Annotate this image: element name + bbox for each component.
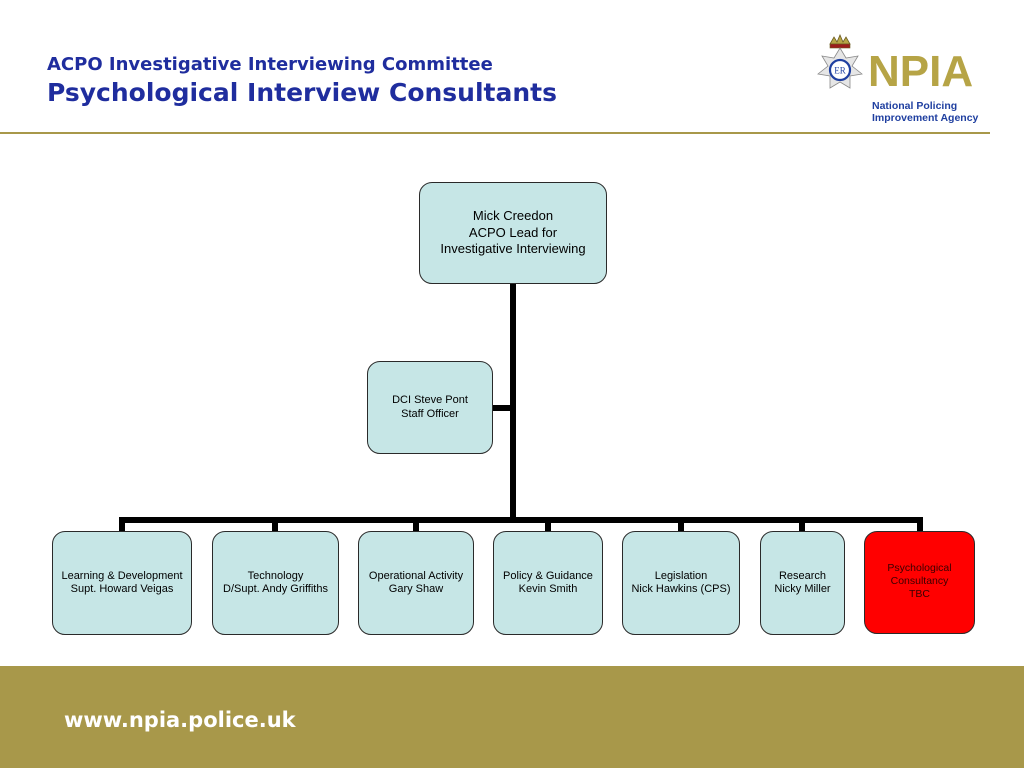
node-learning-development: Learning & Development Supt. Howard Veig… (52, 531, 192, 635)
node-line: Mick Creedon (472, 208, 554, 224)
node-line: Psychological (887, 562, 952, 574)
node-operational-activity: Operational Activity Gary Shaw (358, 531, 474, 635)
footer-band: www.npia.police.uk (0, 666, 1024, 768)
node-staff-officer: DCI Steve Pont Staff Officer (367, 361, 493, 454)
node-legislation: Legislation Nick Hawkins (CPS) (622, 531, 740, 635)
crest-monogram: ER (834, 66, 846, 76)
node-line: Operational Activity (368, 569, 464, 582)
node-line: Policy & Guidance (503, 569, 593, 582)
police-crest-icon: ER (817, 34, 863, 89)
committee-title: ACPO Investigative Interviewing Committe… (47, 54, 493, 75)
page-title: Psychological Interview Consultants (47, 78, 557, 107)
node-psychological-consultancy: Psychological Consultancy TBC (864, 531, 975, 634)
logo-wordmark: NPIA (868, 47, 974, 96)
node-line: Consultancy (890, 575, 949, 587)
node-line: Gary Shaw (388, 583, 444, 595)
node-policy-guidance: Policy & Guidance Kevin Smith (493, 531, 603, 635)
node-line: Technology (247, 569, 304, 582)
node-research: Research Nicky Miller (760, 531, 845, 635)
node-line: Supt. Howard Veigas (70, 583, 174, 595)
npia-logo: ER NPIA National Policing Improvement Ag… (812, 34, 992, 126)
node-line: Investigative Interviewing (440, 241, 586, 257)
node-line: TBC (909, 588, 930, 600)
node-line: Nicky Miller (774, 583, 831, 595)
node-line: Research (778, 569, 827, 582)
logo-subtitle-line2: Improvement Agency (872, 112, 979, 124)
node-line: D/Supt. Andy Griffiths (223, 583, 328, 595)
node-technology: Technology D/Supt. Andy Griffiths (212, 531, 339, 635)
node-line: Staff Officer (401, 407, 459, 420)
node-line: Nick Hawkins (CPS) (631, 583, 731, 595)
footer-url: www.npia.police.uk (64, 708, 296, 732)
node-line: DCI Steve Pont (392, 394, 468, 406)
logo-subtitle-line1: National Policing (872, 100, 958, 112)
node-line: Learning & Development (61, 569, 183, 582)
node-line: Kevin Smith (518, 583, 578, 595)
node-line: Legislation (654, 569, 708, 582)
logo-subtitle: National Policing Improvement Agency (872, 100, 978, 124)
node-acpo-lead: Mick Creedon ACPO Lead for Investigative… (419, 182, 607, 284)
node-line: ACPO Lead for (468, 224, 558, 240)
header-divider (0, 132, 990, 134)
